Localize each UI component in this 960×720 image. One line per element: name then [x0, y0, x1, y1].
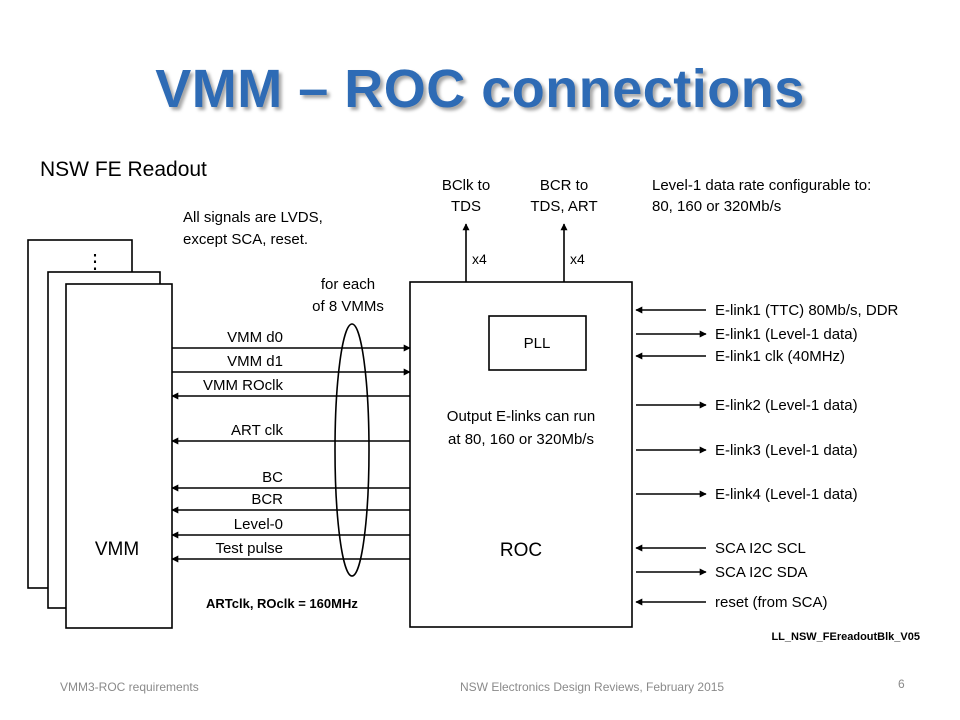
signal-art-clk: ART clk: [231, 422, 283, 439]
vmm-label: VMM: [95, 539, 139, 560]
lvds-note-line2: except SCA, reset.: [183, 231, 308, 248]
bcr-label-line1: BCR to: [540, 177, 588, 194]
pll-box: [488, 315, 587, 371]
figure-id: LL_NSW_FEreadoutBlk_V05: [771, 631, 920, 643]
signal-bcr: BCR: [251, 491, 283, 508]
roc-elink-note-line2: at 80, 160 or 320Mb/s: [448, 431, 594, 448]
signal-bc: BC: [262, 469, 283, 486]
roc-elink-note-line1: Output E-links can run: [447, 408, 595, 425]
vmm-ellipsis-icon: ⋮: [85, 251, 105, 273]
signal-elink4: E-link4 (Level-1 data): [715, 486, 858, 503]
footer-center: NSW Electronics Design Reviews, February…: [460, 680, 725, 694]
bundle-ellipse: [334, 323, 370, 577]
signal-reset: reset (from SCA): [715, 594, 828, 611]
bcr-label-line2: TDS, ART: [530, 198, 597, 215]
diagram-heading: NSW FE Readout: [40, 158, 207, 181]
signal-elink3: E-link3 (Level-1 data): [715, 442, 858, 459]
signal-vmm-roclk: VMM ROclk: [203, 377, 283, 394]
for-each-line1: for each: [321, 276, 375, 293]
level1-note-line2: 80, 160 or 320Mb/s: [652, 198, 781, 215]
signal-vmm-d1: VMM d1: [227, 353, 283, 370]
level1-note-line1: Level-1 data rate configurable to:: [652, 177, 871, 194]
bclk-label-line2: TDS: [451, 198, 481, 215]
page-number: 6: [898, 677, 905, 691]
signal-sca-scl: SCA I2C SCL: [715, 540, 806, 557]
signal-test-pulse: Test pulse: [215, 540, 283, 557]
signal-vmm-d0: VMM d0: [227, 329, 283, 346]
for-each-line2: of 8 VMMs: [312, 298, 384, 315]
left-signal-labels: VMM d0 VMM d1 VMM ROclk ART clk BC BCR L…: [203, 329, 283, 557]
bclk-label-line1: BClk to: [442, 177, 490, 194]
signal-elink1-ttc: E-link1 (TTC) 80Mb/s, DDR: [715, 302, 899, 319]
roc-label: ROC: [500, 540, 542, 561]
bclk-multiplicity: x4: [472, 251, 487, 267]
footer-left: VMM3-ROC requirements: [60, 680, 199, 694]
signal-elink1-data: E-link1 (Level-1 data): [715, 326, 858, 343]
slide-title: VMM – ROC connections: [155, 59, 805, 119]
signal-sca-sda: SCA I2C SDA: [715, 564, 808, 581]
right-signal-labels: E-link1 (TTC) 80Mb/s, DDR E-link1 (Level…: [715, 302, 899, 611]
left-signal-lines: [171, 344, 411, 563]
pll-label: PLL: [524, 335, 551, 352]
vmm-box: [65, 283, 173, 629]
signal-elink1-clk: E-link1 clk (40MHz): [715, 348, 845, 365]
clock-frequency-note: ARTclk, ROclk = 160MHz: [206, 596, 358, 611]
signal-elink2: E-link2 (Level-1 data): [715, 397, 858, 414]
lvds-note-line1: All signals are LVDS,: [183, 209, 323, 226]
bcr-multiplicity: x4: [570, 251, 585, 267]
signal-level0: Level-0: [234, 516, 283, 533]
right-signal-lines: [635, 306, 707, 606]
